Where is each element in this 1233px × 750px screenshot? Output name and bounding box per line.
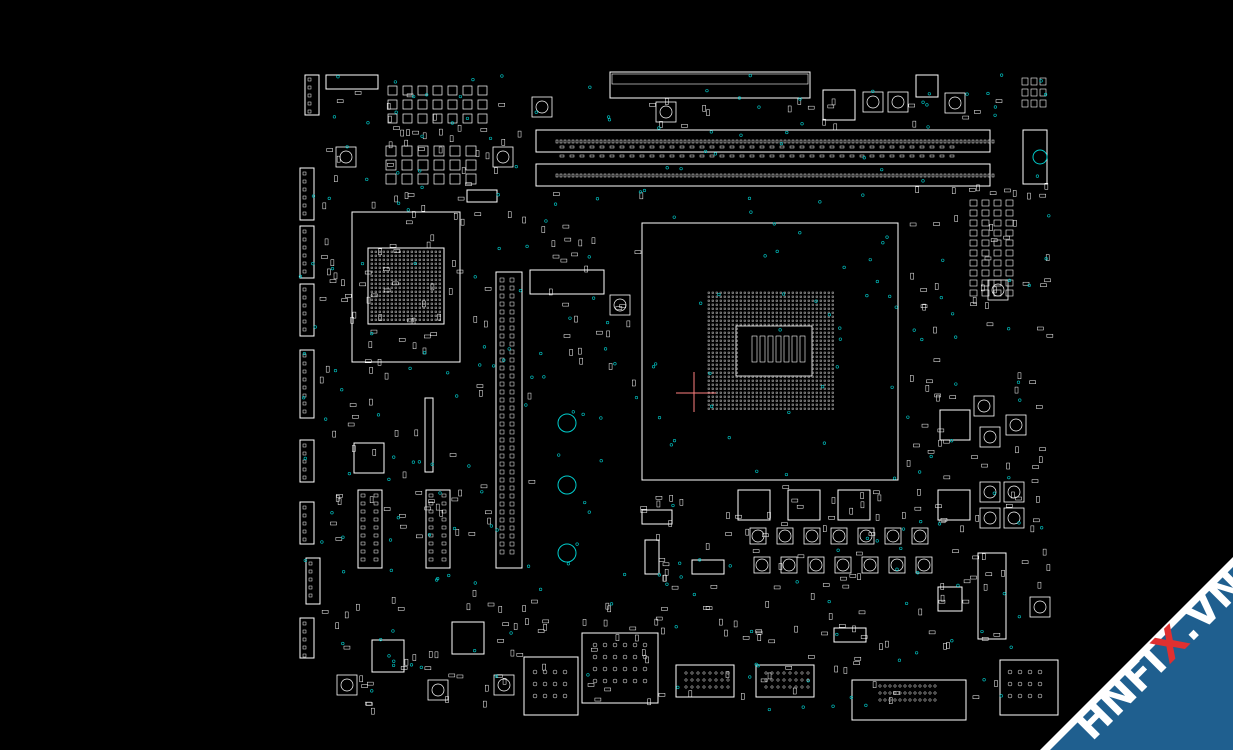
rear-io-connectors[interactable] [523,632,1059,721]
cursor-crosshair [676,372,716,412]
mounting-hole [557,543,577,563]
mounting-hole [557,413,577,433]
pch-chip[interactable] [351,211,461,363]
cpu-socket[interactable] [641,222,899,481]
mounting-holes [557,149,1048,563]
atx-power-connector[interactable] [609,71,811,99]
mounting-hole [1032,149,1048,165]
pcie-slot[interactable] [495,271,523,569]
mounting-hole [557,475,577,495]
